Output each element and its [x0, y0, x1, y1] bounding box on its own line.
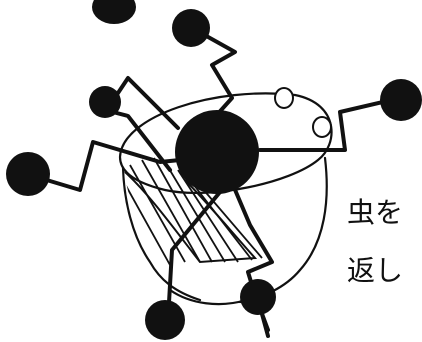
cylinder-bottom-curve	[168, 288, 248, 306]
upper-left-dot	[89, 86, 121, 118]
small-open-circle	[312, 116, 332, 138]
leg-left	[28, 140, 182, 192]
top-dot	[172, 9, 210, 47]
bottom-left-dot	[145, 300, 185, 340]
center-large-dot	[175, 110, 259, 194]
hatch-outline	[124, 171, 258, 264]
rim-circles	[274, 87, 332, 138]
leg-top	[190, 26, 237, 130]
leg-top-left	[110, 76, 180, 130]
right-dot	[380, 79, 422, 121]
top-left-dot	[92, 0, 136, 24]
tail-stroke	[260, 312, 270, 338]
bottom-right-dot	[240, 279, 276, 315]
leg-right	[258, 96, 402, 152]
caption-line-1: 虫を	[347, 196, 404, 229]
black-dots	[6, 0, 422, 340]
left-dot	[6, 152, 50, 196]
caption-line-2: 返し	[347, 254, 404, 287]
small-open-circle	[274, 87, 294, 109]
cylinder-left-edge	[121, 166, 202, 302]
